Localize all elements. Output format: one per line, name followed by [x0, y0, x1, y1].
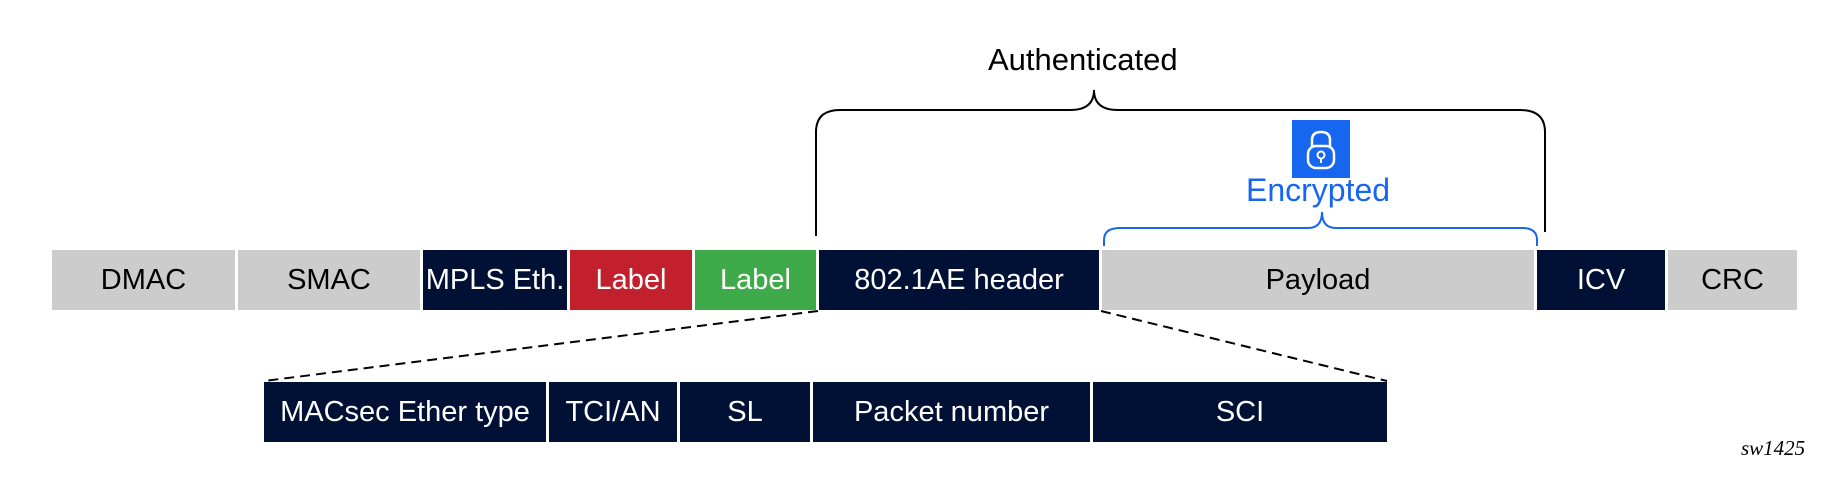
- lock-icon: [1292, 120, 1350, 178]
- field-crc: CRC: [1668, 250, 1797, 310]
- encrypted-brace: [1103, 211, 1538, 246]
- field-icv: ICV: [1537, 250, 1668, 310]
- field-sl: SL: [680, 382, 813, 442]
- authenticated-label: Authenticated: [988, 42, 1178, 77]
- field-8021ae-header: 802.1AE header: [819, 250, 1102, 310]
- field-smac: SMAC: [238, 250, 423, 310]
- authenticated-brace: [815, 89, 1546, 236]
- field-payload: Payload: [1102, 250, 1537, 310]
- field-mpls-eth: MPLS Eth.: [423, 250, 570, 310]
- expansion-line-left: [263, 310, 819, 382]
- expansion-line-right: [1100, 310, 1388, 382]
- field-packet-number: Packet number: [813, 382, 1093, 442]
- field-tci-an: TCI/AN: [549, 382, 680, 442]
- encrypted-label: Encrypted: [1246, 172, 1391, 208]
- field-label-green: Label: [695, 250, 819, 310]
- field-label-red: Label: [570, 250, 695, 310]
- field-macsec-ether-type: MACsec Ether type: [264, 382, 549, 442]
- field-sci: SCI: [1093, 382, 1387, 442]
- field-dmac: DMAC: [52, 250, 238, 310]
- figure-id: sw1425: [1741, 436, 1806, 460]
